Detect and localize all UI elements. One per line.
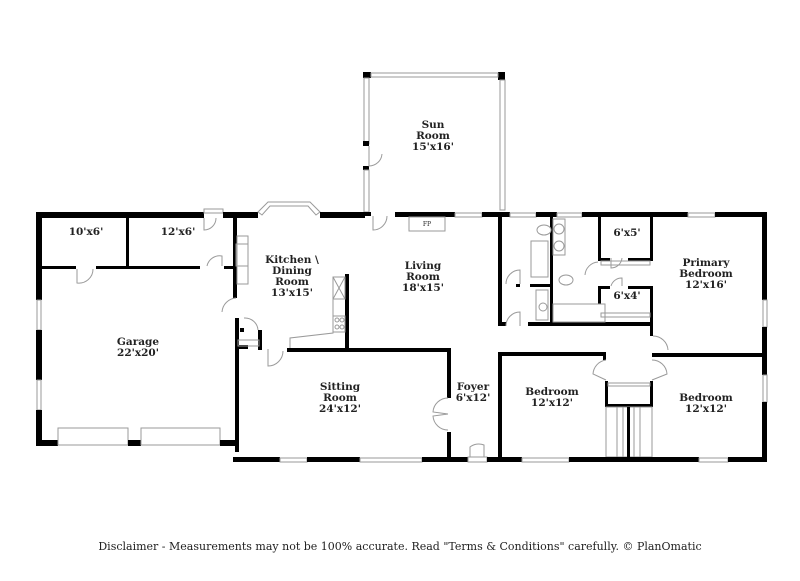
- room-name-line: Sitting: [319, 381, 361, 393]
- room-label-closet-6x5: 6'x5': [613, 228, 640, 239]
- room-dimensions: 13'x15': [271, 287, 313, 299]
- room-name-line: Room: [416, 130, 450, 142]
- room-dimensions: 15'x16': [412, 141, 454, 153]
- room-name-line: Bedroom: [679, 392, 733, 404]
- room-label-closet-12x6: 12'x6': [161, 227, 196, 238]
- disclaimer-text: Disclaimer - Measurements may not be 100…: [98, 540, 702, 553]
- top-walls: [36, 201, 765, 232]
- room-dimensions: 6'x5': [613, 227, 641, 239]
- room-dimensions: 18'x15': [402, 282, 444, 294]
- sitting-foyer-walls: [233, 348, 502, 463]
- room-name-line: Primary: [682, 257, 730, 269]
- bedroom-walls: [500, 212, 768, 463]
- room-name-line: Dining: [272, 265, 312, 277]
- room-name-line: Kitchen \: [265, 254, 319, 266]
- room-dimensions: 12'x6': [160, 226, 196, 238]
- room-dimensions: 12'x12': [531, 397, 573, 409]
- room-name-line: Room: [323, 392, 357, 404]
- room-name-line: Bedroom: [679, 268, 733, 280]
- fireplace-label: FP: [422, 221, 432, 228]
- bath-walls: [498, 212, 653, 331]
- room-name-line: Room: [406, 271, 440, 283]
- room-name-line: Room: [275, 276, 309, 288]
- kitchen-walls: [221, 274, 349, 452]
- room-dimensions: 6'x4': [613, 290, 641, 302]
- room-label-closet-6x4: 6'x4': [613, 291, 640, 302]
- room-name-line: Garage: [116, 336, 160, 348]
- room-label-closet-10x6: 10'x6': [69, 227, 104, 238]
- room-dimensions: 12'x16': [685, 279, 727, 291]
- room-name-line: Foyer: [456, 381, 490, 393]
- room-name-line: Living: [404, 260, 442, 272]
- room-dimensions: 22'x20': [117, 347, 159, 359]
- room-name-line: Bedroom: [525, 386, 579, 398]
- room-dimensions: 12'x12': [685, 403, 727, 415]
- sun-room-walls: [363, 72, 506, 213]
- room-dimensions: 10'x6': [68, 226, 104, 238]
- room-name-line: Sun: [421, 119, 445, 131]
- garage-walls: [36, 212, 249, 446]
- room-dimensions: 24'x12': [319, 403, 361, 415]
- room-dimensions: 6'x12': [455, 392, 491, 404]
